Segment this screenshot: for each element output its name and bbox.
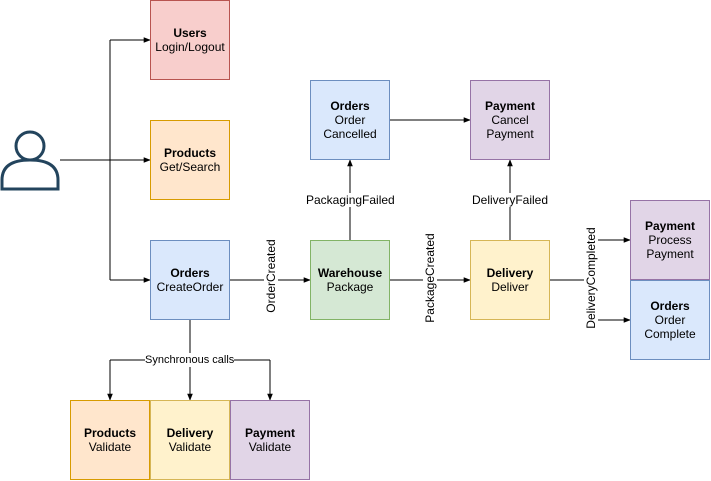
payment-process-action: Process Payment: [646, 233, 694, 261]
orders-cancelled-action: Order Cancelled: [323, 113, 377, 141]
products-validate-title: Products: [83, 426, 136, 440]
orders-complete-title: Orders: [650, 299, 690, 313]
products-service: Products Get/Search: [150, 120, 230, 200]
delivery-validate-title: Delivery: [166, 426, 214, 440]
products-title: Products: [163, 146, 216, 160]
delivery-action: Deliver: [491, 280, 529, 294]
delivery-title: Delivery: [486, 266, 534, 280]
products-action: Get/Search: [159, 160, 221, 174]
payment-cancel-title: Payment: [484, 99, 536, 113]
orders-title: Orders: [170, 266, 210, 280]
orders-service: Orders CreateOrder: [150, 240, 230, 320]
synchronous-calls-label: Synchronous calls: [145, 353, 235, 367]
package-created-label: PackageCreated: [423, 233, 437, 323]
payment-validate-action: Validate: [248, 440, 292, 454]
users-title: Users: [173, 26, 207, 40]
user-icon: [0, 130, 60, 191]
payment-cancel-action: Cancel Payment: [486, 113, 534, 141]
orders-cancelled-service: Orders Order Cancelled: [310, 80, 390, 160]
warehouse-title: Warehouse: [317, 266, 383, 280]
products-validate-action: Validate: [88, 440, 132, 454]
orders-complete-service: Orders Order Complete: [630, 280, 710, 360]
delivery-validate-service: Delivery Validate: [150, 400, 230, 480]
payment-validate-title: Payment: [244, 426, 296, 440]
warehouse-action: Package: [326, 280, 374, 294]
delivery-failed-label: DeliveryFailed: [472, 193, 549, 207]
orders-action: CreateOrder: [156, 280, 224, 294]
delivery-validate-action: Validate: [168, 440, 212, 454]
users-service: Users Login/Logout: [150, 0, 230, 80]
orders-cancelled-title: Orders: [330, 99, 370, 113]
delivery-completed-label: DeliveryCompleted: [584, 227, 598, 329]
delivery-service: Delivery Deliver: [470, 240, 550, 320]
users-action: Login/Logout: [155, 40, 225, 54]
orders-complete-action: Order Complete: [644, 313, 696, 341]
packaging-failed-label: PackagingFailed: [306, 193, 395, 207]
products-validate-service: Products Validate: [70, 400, 150, 480]
warehouse-service: Warehouse Package: [310, 240, 390, 320]
payment-cancel-service: Payment Cancel Payment: [470, 80, 550, 160]
payment-validate-service: Payment Validate: [230, 400, 310, 480]
order-created-label: OrderCreated: [264, 239, 278, 313]
payment-process-service: Payment Process Payment: [630, 200, 710, 280]
payment-process-title: Payment: [644, 219, 696, 233]
